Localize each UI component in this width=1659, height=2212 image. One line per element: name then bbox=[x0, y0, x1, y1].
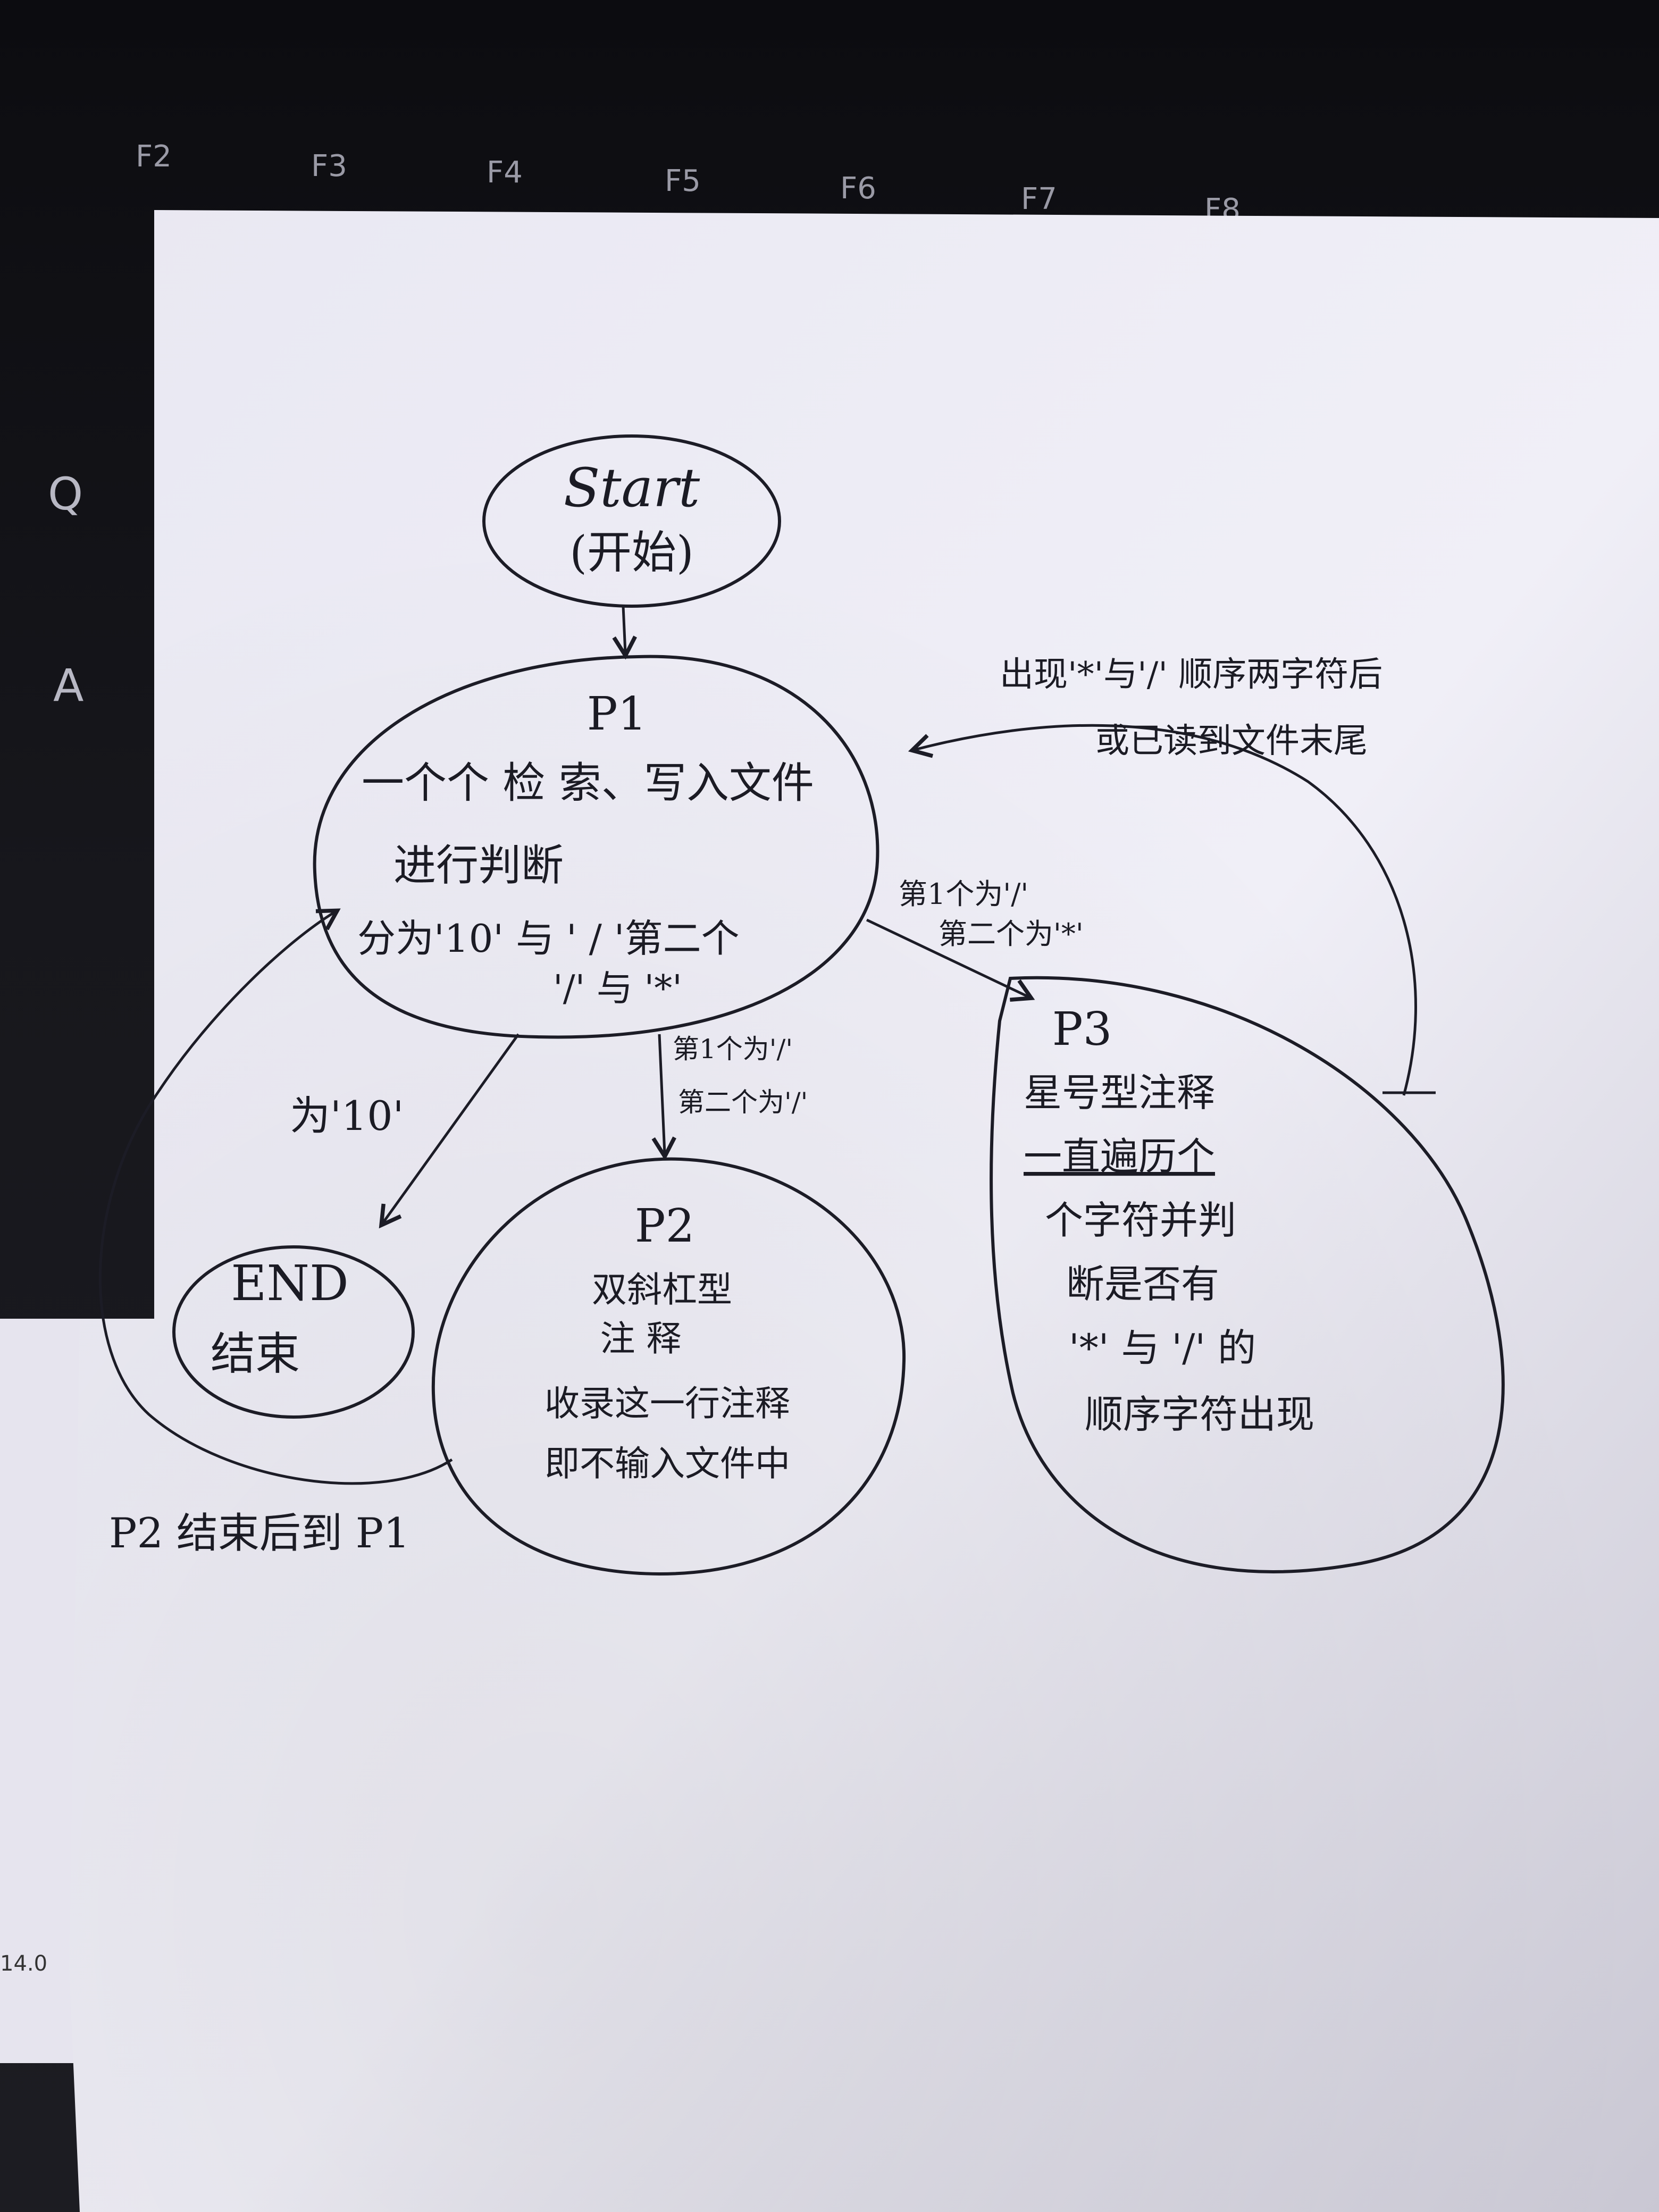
p2-node-line-1: 双斜杠型 bbox=[592, 1269, 732, 1310]
p3-node-title: P3 bbox=[1052, 1003, 1112, 1056]
p1-node-line-3: 分为'10' 与 ' / '第二个 bbox=[357, 916, 740, 961]
p2-node-outline bbox=[431, 1157, 906, 1576]
edge-p1-to-end-label: 为'10' bbox=[290, 1092, 404, 1139]
paper-shadow bbox=[69, 210, 1659, 2212]
f7-key-label: F7 bbox=[1021, 182, 1057, 216]
edge-p2-to-p1 bbox=[98, 908, 453, 1485]
p3-node-outline bbox=[990, 976, 1505, 1573]
edge-p1-to-p2 bbox=[651, 1034, 676, 1161]
q-key-label: Q bbox=[48, 468, 83, 520]
p1-node-line-4: '/' 与 '*' bbox=[553, 968, 682, 1010]
edge-p1-to-p3 bbox=[866, 918, 1035, 1002]
p1-node-title: P1 bbox=[587, 688, 647, 741]
edge-start-to-p1 bbox=[612, 606, 637, 660]
p3-node-line-3: 个字符并判 bbox=[1045, 1198, 1236, 1243]
edge-p3-to-p1-label-2: 或已读到文件末尾 bbox=[1095, 722, 1368, 761]
end-node-label: END bbox=[231, 1255, 348, 1312]
left-sheet-value: 14.0 bbox=[0, 1951, 48, 1976]
edge-p1-to-end bbox=[379, 1033, 520, 1229]
f2-key-label: F2 bbox=[136, 139, 172, 174]
edge-p3-to-p1-label-1: 出现'*'与'/' 顺序两字符后 bbox=[1000, 655, 1382, 694]
p2-node-line-2: 注 释 bbox=[600, 1318, 682, 1359]
start-node-sublabel: (开始) bbox=[569, 526, 694, 579]
p2-node-title: P2 bbox=[635, 1200, 695, 1253]
end-node-sublabel: 结束 bbox=[211, 1328, 300, 1380]
edge-p2-to-p1-label: P2 结束后到 P1 bbox=[109, 1510, 410, 1557]
a-key-label: A bbox=[53, 659, 84, 711]
p3-node-line-4: 断是否有 bbox=[1066, 1262, 1219, 1306]
p1-node-outline bbox=[313, 655, 879, 1039]
f4-key-label: F4 bbox=[487, 155, 523, 190]
edge-p1-to-p3-label-2: 第二个为'*' bbox=[939, 917, 1084, 951]
p3-node-line-5: '*' 与 '/' 的 bbox=[1069, 1326, 1256, 1370]
edge-p1-to-p2-label-1: 第1个为'/' bbox=[673, 1034, 793, 1065]
p3-node-line-2: 一直遍历个 bbox=[1024, 1134, 1215, 1179]
p3-node-line-1: 星号型注释 bbox=[1024, 1070, 1215, 1115]
f6-key-label: F6 bbox=[840, 171, 876, 206]
p2-node-line-4: 即不输入文件中 bbox=[544, 1443, 790, 1484]
edge-p1-to-p2-label-2: 第二个为'/' bbox=[678, 1087, 808, 1118]
start-node-outline bbox=[482, 434, 781, 608]
f5-key-label: F5 bbox=[665, 164, 701, 198]
f3-key-label: F3 bbox=[311, 149, 347, 183]
p3-node-line-6: 顺序字符出现 bbox=[1085, 1392, 1314, 1437]
edge-p1-to-p3-label-1: 第1个为'/' bbox=[899, 877, 1028, 911]
edge-p3-to-p1 bbox=[908, 724, 1417, 1096]
p1-node-line-1: 一个个 检 索、写入文件 bbox=[362, 758, 814, 808]
start-node-label: Start bbox=[564, 457, 700, 519]
end-node-outline bbox=[172, 1245, 415, 1419]
p1-node-line-2: 进行判断 bbox=[393, 841, 564, 890]
p2-node-line-3: 收录这一行注释 bbox=[544, 1383, 790, 1424]
